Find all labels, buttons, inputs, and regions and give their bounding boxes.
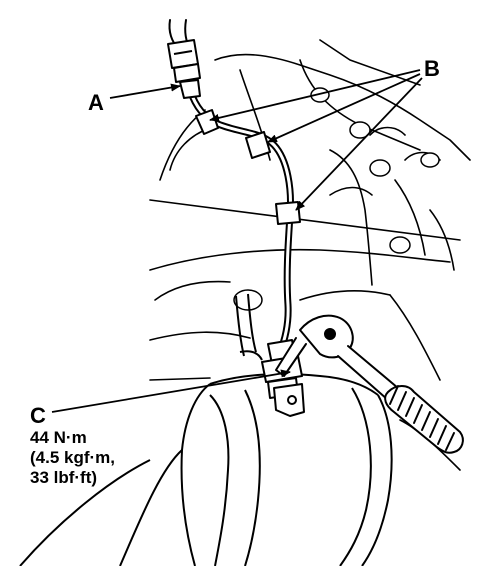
exhaust-pipe — [19, 373, 393, 566]
label-a: A — [88, 90, 104, 115]
torque-spec: 44 N·m (4.5 kgf·m, 33 lbf·ft) — [30, 428, 115, 488]
label-b: B — [424, 56, 440, 81]
arrow-a — [109, 83, 181, 99]
torque-spec-nm: 44 N·m — [30, 428, 87, 447]
arrow-b-1 — [209, 69, 421, 122]
ratchet-wrench — [275, 314, 464, 454]
engine-block — [149, 39, 471, 471]
engine-bolt-bosses — [233, 87, 440, 311]
arrow-b-2 — [267, 73, 421, 143]
torque-spec-kgfm: (4.5 kgf·m, — [30, 448, 116, 467]
arrow-c — [51, 369, 291, 413]
sensor-bracket — [273, 383, 305, 417]
harness-connector — [167, 39, 201, 99]
label-c: C — [30, 403, 46, 428]
arrow-b-3 — [295, 77, 423, 211]
torque-spec-lbfft: 33 lbf·ft) — [30, 468, 98, 487]
leader-arrows — [51, 69, 423, 413]
